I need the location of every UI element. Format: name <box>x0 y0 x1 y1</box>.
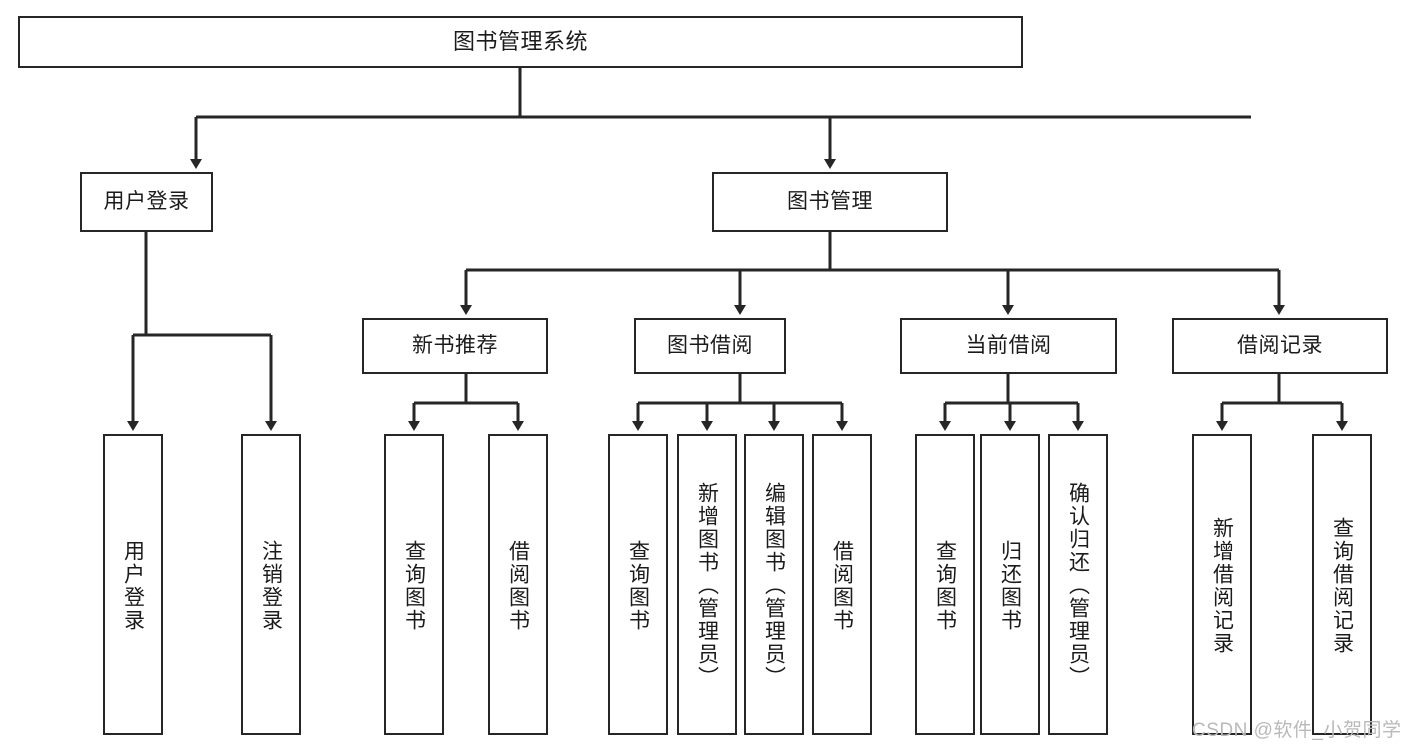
node-new-book-recommend[interactable]: 新书推荐 <box>362 318 548 374</box>
leaf-new-book-query[interactable]: 查询图书 <box>384 434 444 735</box>
leaf-record-query-label: 查询借阅记录 <box>1330 516 1354 655</box>
leaf-borrow-query-book-label: 查询图书 <box>626 539 650 632</box>
node-user-login-label: 用户登录 <box>103 190 190 214</box>
leaf-borrow-edit-book-label: 编辑图书（管理员） <box>762 482 786 689</box>
node-book-borrow-label: 图书借阅 <box>667 334 753 358</box>
leaf-current-query-book-label: 查询图书 <box>933 539 957 632</box>
leaf-borrow-add-book[interactable]: 新增图书（管理员） <box>677 434 737 735</box>
node-current-borrow[interactable]: 当前借阅 <box>900 318 1117 374</box>
leaf-current-return-book[interactable]: 归还图书 <box>980 434 1040 735</box>
node-user-login[interactable]: 用户登录 <box>80 172 213 232</box>
node-book-management[interactable]: 图书管理 <box>712 172 948 232</box>
leaf-record-add-label: 新增借阅记录 <box>1210 516 1234 655</box>
leaf-borrow-query-book[interactable]: 查询图书 <box>608 434 668 735</box>
node-borrow-record[interactable]: 借阅记录 <box>1172 318 1388 374</box>
node-book-borrow[interactable]: 图书借阅 <box>634 318 786 374</box>
leaf-user-login-logout-label: 注销登录 <box>259 539 283 632</box>
leaf-user-login-login-label: 用户登录 <box>121 539 145 632</box>
node-current-borrow-label: 当前借阅 <box>965 334 1052 358</box>
leaf-current-confirm-return-label: 确认归还（管理员） <box>1066 482 1090 689</box>
node-root-system-label: 图书管理系统 <box>452 28 588 54</box>
node-root-system[interactable]: 图书管理系统 <box>18 16 1023 68</box>
leaf-borrow-add-book-label: 新增图书（管理员） <box>695 482 719 689</box>
leaf-borrow-edit-book[interactable]: 编辑图书（管理员） <box>744 434 804 735</box>
leaf-user-login-logout[interactable]: 注销登录 <box>241 434 301 735</box>
leaf-new-book-query-label: 查询图书 <box>402 539 426 632</box>
node-borrow-record-label: 借阅记录 <box>1237 334 1323 358</box>
leaf-current-confirm-return[interactable]: 确认归还（管理员） <box>1048 434 1108 735</box>
csdn-watermark: CSDN @软件_小贺同学 <box>1192 720 1402 741</box>
leaf-record-query[interactable]: 查询借阅记录 <box>1312 434 1372 735</box>
leaf-new-book-borrow-label: 借阅图书 <box>506 539 530 632</box>
leaf-user-login-login[interactable]: 用户登录 <box>103 434 163 735</box>
leaf-borrow-borrow-book[interactable]: 借阅图书 <box>812 434 872 735</box>
node-new-book-recommend-label: 新书推荐 <box>412 334 498 358</box>
leaf-record-add[interactable]: 新增借阅记录 <box>1192 434 1252 735</box>
leaf-current-query-book[interactable]: 查询图书 <box>915 434 975 735</box>
node-book-management-label: 图书管理 <box>787 190 873 214</box>
leaf-current-return-book-label: 归还图书 <box>998 539 1022 632</box>
leaf-new-book-borrow[interactable]: 借阅图书 <box>488 434 548 735</box>
leaf-borrow-borrow-book-label: 借阅图书 <box>830 539 854 632</box>
